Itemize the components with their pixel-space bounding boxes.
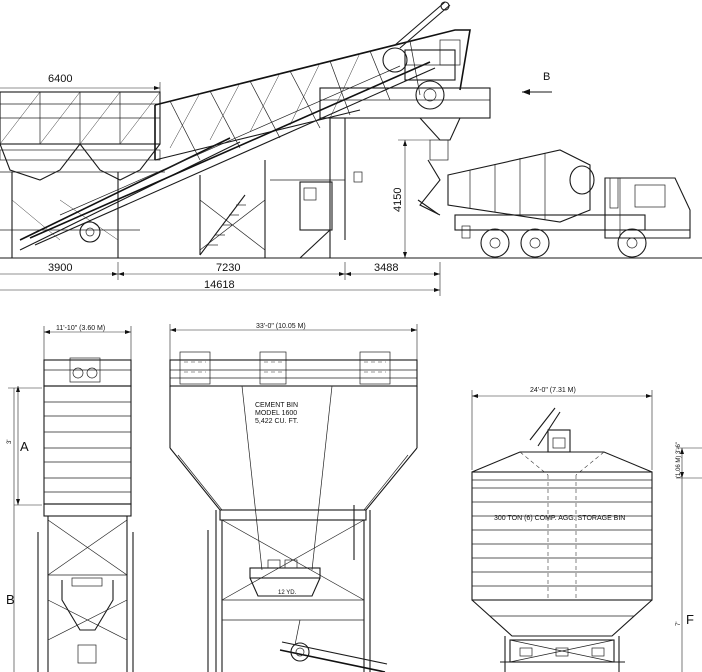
marker-f: F	[686, 612, 694, 627]
truck-mixer	[417, 149, 691, 258]
agg-bin-small-mark: 7'	[676, 622, 682, 626]
cement-bin-width-dim: 33'-0" (10.05 M)	[256, 323, 306, 330]
cement-bin: 33'-0" (10.05 M) CEMENT BIN MODEL 1600 5…	[169, 323, 418, 672]
agg-bin-side-dim: (1.06 M) 3'-6"	[676, 442, 682, 478]
dim-6400-label: 6400	[48, 73, 72, 85]
cement-elev-width-dim: 11'-10" (3.60 M)	[56, 325, 105, 332]
cement-bin-scale-label: 12 YD.	[278, 590, 297, 596]
aggregate-hopper	[0, 91, 241, 258]
cement-bin-title-3: 5,422 CU. FT.	[255, 418, 298, 425]
marker-b: B	[6, 592, 15, 607]
view-arrow-b: B	[522, 71, 552, 95]
dim-chain: 3900 7230 3488 14618	[0, 262, 441, 296]
dim-14618-label: 14618	[204, 279, 235, 291]
aggregate-storage-bin: 24'-0" (7.31 M) 300 TON (6) COMP. AGG. S…	[471, 387, 702, 672]
agg-bin-label: 300 TON (6) COMP. AGG. STORAGE BIN	[494, 515, 625, 522]
dim-4150: 4150	[392, 139, 430, 258]
inclined-frame	[29, 1, 471, 246]
view-label-b: B	[543, 71, 550, 83]
cement-bin-title-2: MODEL 1600	[255, 410, 297, 417]
dim-3488-label: 3488	[374, 262, 398, 274]
dim-6400: 6400	[0, 73, 161, 95]
mixer-unit	[199, 39, 491, 259]
dim-4150-label: 4150	[392, 188, 404, 212]
marker-a: A	[20, 439, 29, 454]
cement-elev-small-mark: 3'	[7, 440, 13, 444]
cement-silo-side: 11'-10" (3.60 M)	[6, 325, 134, 672]
dim-3900-label: 3900	[48, 262, 72, 274]
cement-bin-title-1: CEMENT BIN	[255, 402, 298, 409]
plant-elevation: B 4150 6400	[0, 1, 702, 296]
dim-7230-label: 7230	[216, 262, 240, 274]
agg-bin-width-dim: 24'-0" (7.31 M)	[530, 387, 576, 394]
